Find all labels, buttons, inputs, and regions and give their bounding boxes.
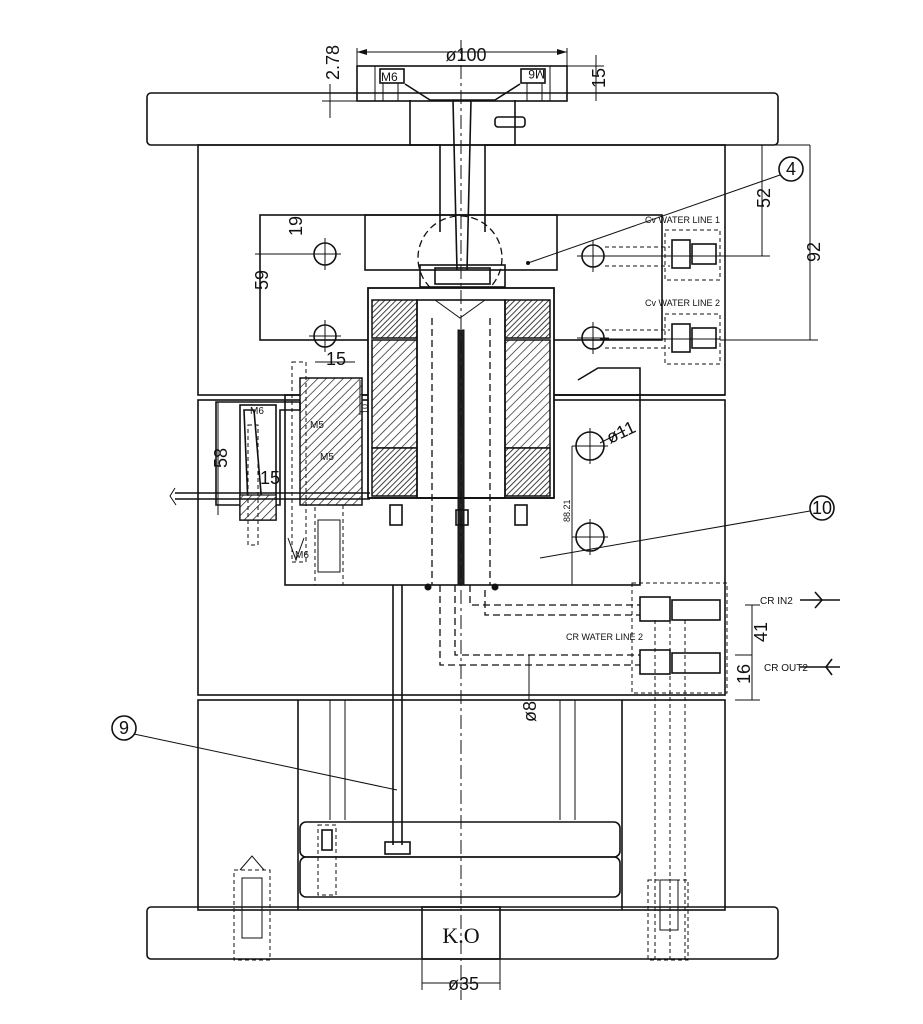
dim-top-height: 15 — [589, 68, 609, 88]
cr-water-line — [439, 582, 728, 960]
dim-59: 59 — [252, 270, 272, 290]
ejector-plates — [299, 821, 621, 898]
thread-m6b: M6 — [295, 550, 309, 561]
thread-m5a: M5 — [310, 420, 324, 431]
dim-top-diameter: ø100 — [445, 45, 486, 65]
dimension-lines — [217, 48, 840, 990]
dim-15b: 15 — [260, 468, 280, 488]
thread-m6a: M6 — [250, 406, 264, 417]
callout-9: 9 — [111, 715, 398, 791]
locating-ring — [356, 65, 568, 102]
dim-8: ø8 — [520, 701, 540, 722]
dim-15: 15 — [326, 349, 346, 369]
slide-wedge — [169, 361, 370, 586]
dim-top-offset: 2.78 — [323, 45, 343, 80]
callout-10-text: 10 — [812, 498, 832, 518]
thread-left: M6 — [381, 70, 398, 84]
thread-m5b: M5 — [320, 452, 334, 463]
dim-11: ø11 — [603, 417, 638, 448]
callout-10: 10 — [539, 495, 835, 559]
dim-92: 92 — [804, 242, 824, 262]
dim-16: 16 — [734, 664, 754, 684]
dim-10: 10 — [360, 404, 370, 414]
thread-right: M6 — [528, 67, 545, 81]
dim-52: 52 — [754, 188, 774, 208]
sprue-bushing — [409, 99, 526, 271]
ejector-pin — [384, 585, 411, 855]
callout-9-text: 9 — [119, 718, 129, 738]
callout-4: 4 — [526, 156, 804, 265]
label-cr-in2: CR IN2 — [760, 596, 793, 607]
callout-4-text: 4 — [786, 159, 796, 179]
dim-35: ø35 — [448, 974, 479, 994]
label-cv-water-line-1: Cv WATER LINE 1 — [645, 215, 720, 225]
label-cr-water-line-2: CR WATER LINE 2 — [566, 632, 643, 642]
dim-19: 19 — [286, 216, 306, 236]
dim-88: 88.21 — [562, 499, 572, 522]
label-ko: K.O — [442, 923, 479, 948]
label-cv-water-line-2: Cv WATER LINE 2 — [645, 298, 720, 308]
dim-58: 58 — [211, 448, 231, 468]
dim-41: 41 — [751, 622, 771, 642]
label-cr-out2: CR OUT2 — [764, 663, 808, 674]
